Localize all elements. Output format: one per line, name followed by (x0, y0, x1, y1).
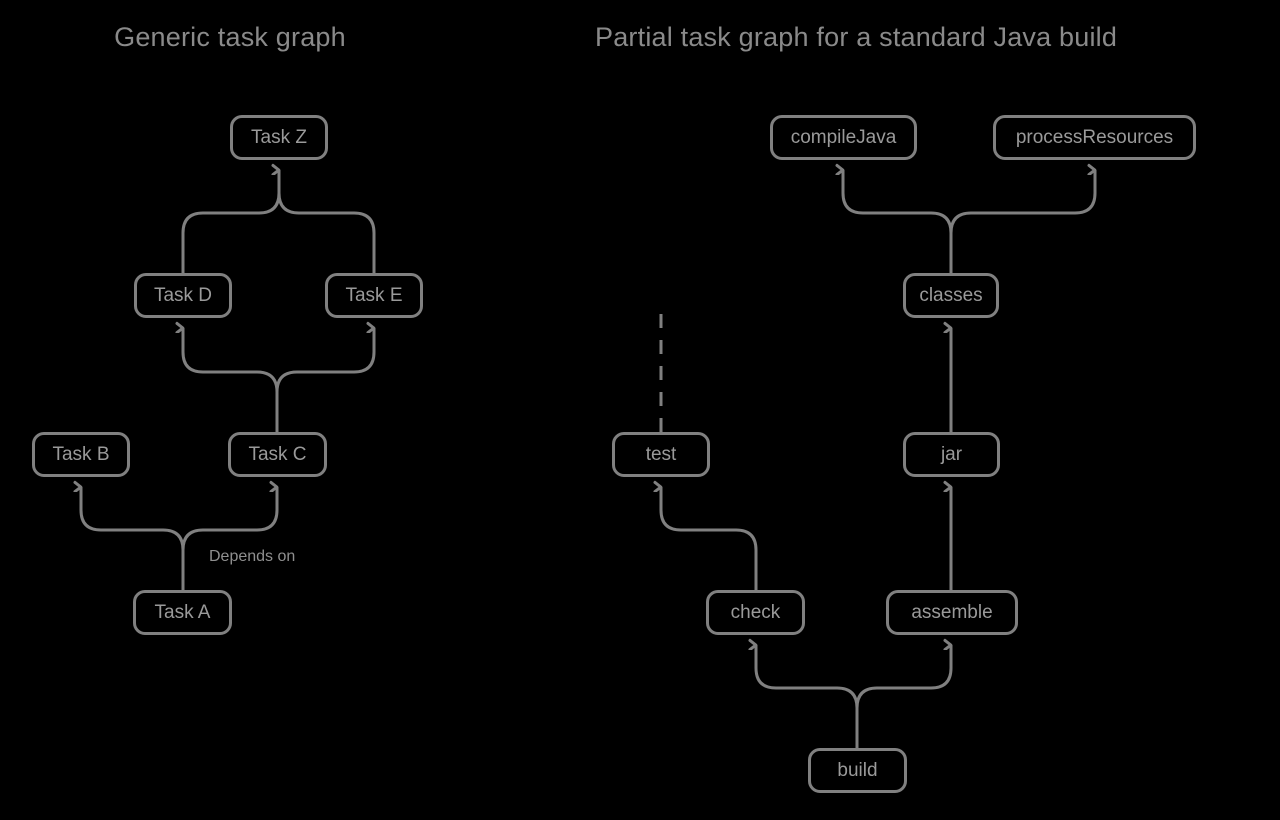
node-task-a[interactable]: Task A (133, 590, 232, 635)
edge-taskC-taskD (183, 328, 279, 432)
node-jar[interactable]: jar (903, 432, 1000, 477)
edge-taskA-taskC (181, 487, 279, 590)
edge-build-assemble (855, 645, 953, 748)
node-check[interactable]: check (706, 590, 805, 635)
node-task-c[interactable]: Task C (228, 432, 327, 477)
edge-taskA-taskB (81, 487, 185, 590)
node-assemble[interactable]: assemble (886, 590, 1018, 635)
node-task-d[interactable]: Task D (134, 273, 232, 318)
edge-taskE-taskZ (277, 170, 376, 273)
edge-label-depends-on: Depends on (209, 548, 296, 565)
node-build[interactable]: build (808, 748, 907, 793)
node-process-resources[interactable]: processResources (993, 115, 1196, 160)
edge-classes-compileJava (843, 170, 953, 273)
edge-taskC-taskE (275, 328, 376, 432)
node-task-e[interactable]: Task E (325, 273, 423, 318)
node-test[interactable]: test (612, 432, 710, 477)
node-task-z[interactable]: Task Z (230, 115, 328, 160)
left-graph-title: Generic task graph (114, 22, 346, 52)
node-classes[interactable]: classes (903, 273, 999, 318)
edge-build-check (756, 645, 859, 748)
right-graph-title: Partial task graph for a standard Java b… (595, 22, 1118, 52)
node-compile-java[interactable]: compileJava (770, 115, 917, 160)
node-task-b[interactable]: Task B (32, 432, 130, 477)
edge-classes-processResources (949, 170, 1097, 273)
edge-taskD-taskZ (181, 170, 281, 273)
edge-check-test (661, 487, 758, 590)
